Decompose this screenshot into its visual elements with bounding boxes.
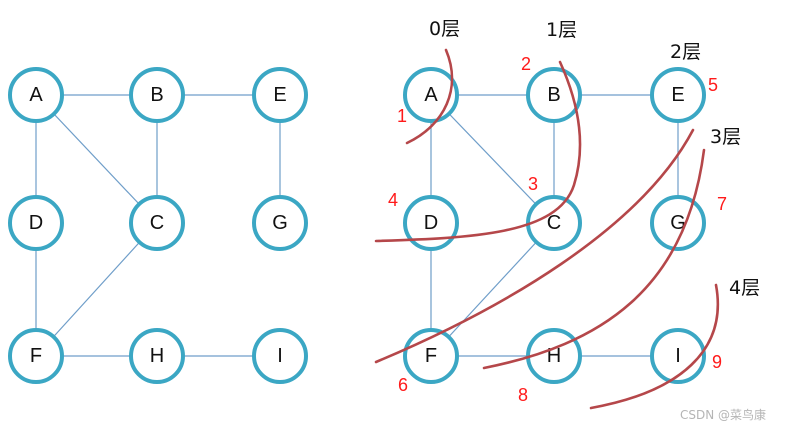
layer-label-2: 2层 [670, 41, 701, 63]
order-number-3: 3 [528, 174, 538, 194]
left-node-label-I: I [277, 345, 283, 367]
left-node-label-A: A [29, 84, 43, 106]
left-node-F: F [8, 328, 64, 384]
order-number-4: 4 [388, 190, 398, 210]
left-node-circle-E [252, 67, 308, 123]
layer-3-curve [482, 148, 706, 370]
right-node-circle-E [650, 67, 706, 123]
layer-curves [374, 48, 719, 410]
left-node-E: E [252, 67, 308, 123]
left-node-B: B [129, 67, 185, 123]
order-number-1: 1 [397, 106, 407, 126]
left-node-circle-I [252, 328, 308, 384]
right-node-label-G: G [670, 212, 686, 234]
right-node-D: D [403, 195, 459, 251]
watermark: CSDN @菜鸟康 [680, 407, 766, 422]
left-node-H: H [129, 328, 185, 384]
layer-label-4: 4层 [729, 277, 760, 299]
right-node-C: C [526, 195, 582, 251]
right-node-circle-D [403, 195, 459, 251]
left-node-label-C: C [150, 212, 164, 234]
left-node-label-G: G [272, 212, 288, 234]
layer-0-curve [405, 48, 454, 145]
right-node-E: E [650, 67, 706, 123]
right-edge-A-C [430, 94, 555, 224]
left-node-circle-G [252, 195, 308, 251]
right-node-label-B: B [547, 84, 560, 106]
order-number-6: 6 [398, 375, 408, 395]
left-node-I: I [252, 328, 308, 384]
layer-label-3: 3层 [710, 126, 741, 148]
left-node-label-F: F [30, 345, 42, 367]
left-node-circle-F [8, 328, 64, 384]
order-number-7: 7 [717, 194, 727, 214]
order-number-5: 5 [708, 75, 718, 95]
left-node-C: C [129, 195, 185, 251]
right-node-circle-I [650, 328, 706, 384]
layer-label-0: 0层 [429, 18, 460, 40]
layer-4-curve [589, 283, 719, 410]
layer-2-curve [374, 128, 695, 364]
left-node-D: D [8, 195, 64, 251]
left-node-circle-C [129, 195, 185, 251]
right-node-label-I: I [675, 345, 681, 367]
right-node-I: I [650, 328, 706, 384]
right-node-label-D: D [424, 212, 438, 234]
visit-order-numbers: 1 2 3 4 5 6 7 8 9 [388, 54, 727, 405]
right-node-label-E: E [671, 84, 684, 106]
right-node-label-A: A [424, 84, 438, 106]
left-node-circle-B [129, 67, 185, 123]
right-node-label-F: F [425, 345, 437, 367]
left-node-label-E: E [273, 84, 286, 106]
right-edge-C-F [430, 222, 555, 357]
layer-labels: 0层 1层 2层 3层 4层 [429, 18, 760, 299]
left-edge-C-F [35, 222, 158, 357]
left-node-circle-D [8, 195, 64, 251]
order-number-9: 9 [712, 352, 722, 372]
order-number-8: 8 [518, 385, 528, 405]
left-graph: A B E D C G F H I [8, 67, 308, 384]
left-node-label-D: D [29, 212, 43, 234]
layer-1-curve [374, 60, 582, 243]
left-node-G: G [252, 195, 308, 251]
left-node-label-H: H [150, 345, 164, 367]
left-node-A: A [8, 67, 64, 123]
layer-label-1: 1层 [546, 19, 577, 41]
order-number-2: 2 [521, 54, 531, 74]
left-node-circle-H [129, 328, 185, 384]
left-node-circle-A [8, 67, 64, 123]
left-node-label-B: B [150, 84, 163, 106]
right-node-label-C: C [547, 212, 561, 234]
left-edge-A-C [35, 94, 158, 224]
